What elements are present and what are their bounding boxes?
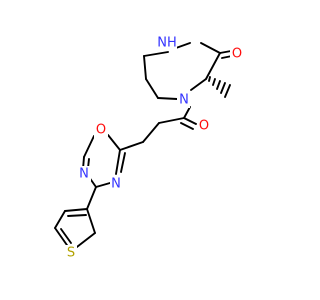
bond (219, 50, 232, 54)
stereo-hash-bond (208, 76, 231, 98)
bond (190, 78, 207, 91)
atom-n-oxadiazole-4: N (110, 176, 123, 192)
o-oxadiazole-label: O (96, 123, 106, 138)
atom-n-amide: N (177, 92, 190, 108)
molecule-structure-diagram: NH O N O O N N S (54, 35, 244, 261)
atom-n-oxadiazole-2: N (78, 166, 91, 182)
bond (107, 134, 121, 151)
n-amide-label: N (179, 93, 189, 108)
bond (119, 141, 144, 151)
o-amide-label: O (199, 119, 209, 134)
bond (54, 210, 66, 229)
bond (86, 208, 96, 234)
atom-o-amide: O (197, 118, 211, 134)
bond (158, 117, 185, 124)
bond (142, 122, 160, 143)
bond (157, 97, 178, 100)
bond (200, 42, 221, 54)
bond (95, 182, 111, 188)
bond (143, 55, 147, 80)
bond (205, 52, 221, 80)
bond (60, 228, 72, 244)
atom-nh: NH (157, 35, 177, 51)
bond (183, 106, 191, 119)
s-thiophene-label: S (67, 246, 75, 261)
bond (120, 152, 126, 173)
atom-labels: NH O N O O N N S (64, 35, 244, 261)
bond (54, 227, 70, 249)
bond (115, 149, 121, 175)
bond (145, 78, 159, 99)
bond (86, 186, 97, 210)
bond (175, 42, 191, 49)
bond (183, 117, 197, 125)
bond (67, 214, 87, 217)
bonds (54, 42, 233, 251)
atom-s-thiophene: S (64, 245, 77, 261)
nh-label: NH (157, 36, 177, 51)
bond (143, 51, 169, 57)
n-oxadiazole-2-label: N (79, 167, 89, 182)
bond (180, 122, 194, 130)
n-oxadiazole-4-label: N (111, 177, 121, 192)
atom-o-lactam: O (230, 46, 244, 62)
o-lactam-label: O (232, 47, 242, 62)
bond (83, 135, 95, 158)
bond (64, 208, 88, 212)
atom-o-oxadiazole: O (94, 122, 108, 138)
